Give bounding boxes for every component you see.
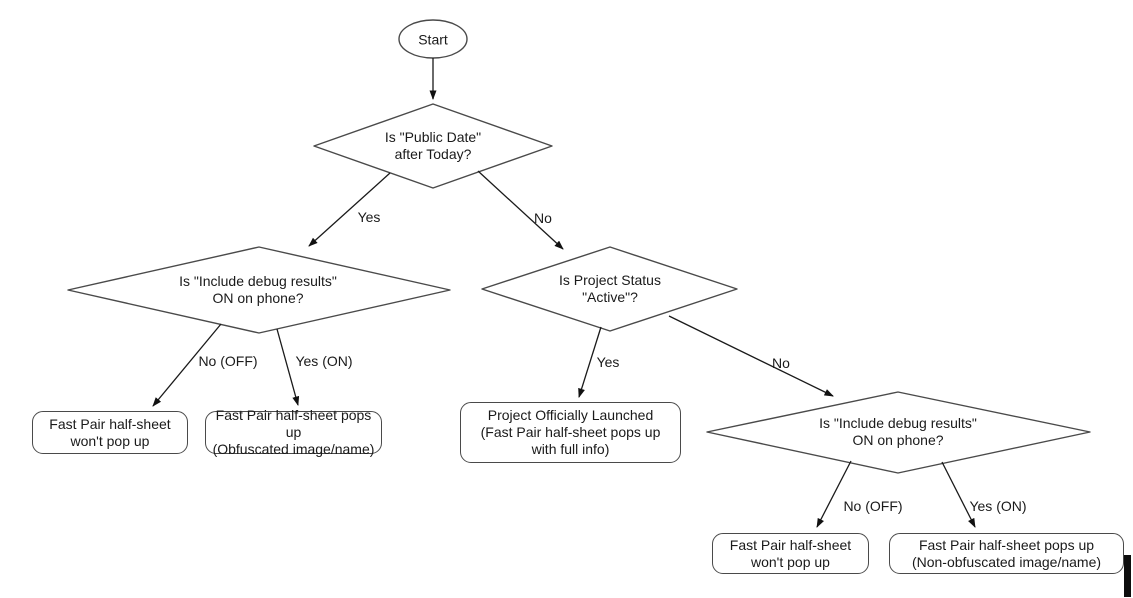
arrow-debug-right-no — [816, 460, 852, 528]
arrow-project-status-yes — [578, 326, 602, 398]
arrow-debug-left-no — [152, 323, 222, 407]
decision-project-status-label: Is Project Status "Active"? — [559, 272, 661, 305]
result-box-no-popup-right: Fast Pair half-sheet won't pop up — [712, 533, 869, 574]
edge-label-project-status-no: No — [772, 355, 790, 371]
text-cursor-bar — [1124, 555, 1131, 597]
decision-debug-left-shape — [67, 246, 451, 334]
edge-label-debug-right-no: No (OFF) — [843, 498, 903, 514]
decision-project-status-shape — [481, 246, 738, 332]
edge-label-public-date-yes: Yes — [357, 209, 381, 225]
edge-label-debug-left-no: No (OFF) — [198, 353, 258, 369]
edge-label-project-status-yes: Yes — [596, 354, 620, 370]
decision-public-date-label: Is "Public Date" after Today? — [384, 129, 482, 162]
edge-label-debug-left-yes: Yes (ON) — [295, 353, 353, 369]
decision-public-date-shape — [313, 103, 553, 189]
result-box-popup-obfuscated: Fast Pair half-sheet pops up (Obfuscated… — [205, 407, 382, 457]
arrow-public-date-no — [477, 170, 564, 250]
arrow-debug-right-yes — [941, 461, 976, 528]
arrow-project-status-no — [668, 315, 834, 397]
arrow-debug-left-yes — [276, 328, 300, 406]
result-box-popup-nonobfuscated: Fast Pair half-sheet pops up (Non-obfusc… — [889, 533, 1124, 574]
decision-debug-right-label: Is "Include debug results" ON on phone? — [819, 415, 977, 448]
start-node-label: Start — [418, 31, 448, 48]
edge-label-public-date-no: No — [534, 210, 552, 226]
result-box-launched: Project Officially Launched (Fast Pair h… — [460, 402, 681, 463]
result-box-no-popup-left: Fast Pair half-sheet won't pop up — [32, 411, 188, 454]
decision-debug-left-label: Is "Include debug results" ON on phone? — [179, 273, 337, 306]
decision-debug-right-shape — [706, 391, 1091, 474]
arrow-public-date-yes — [308, 172, 391, 247]
edge-label-debug-right-yes: Yes (ON) — [969, 498, 1027, 514]
